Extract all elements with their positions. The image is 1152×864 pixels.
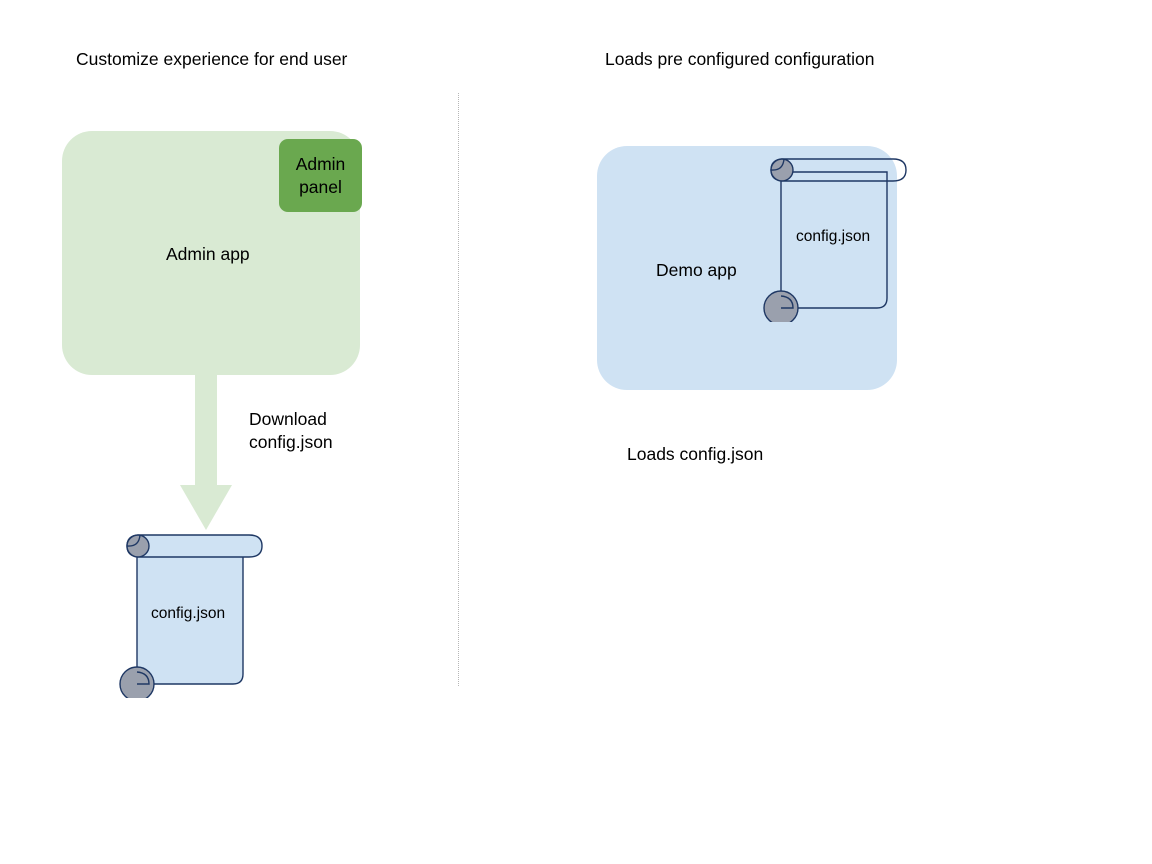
loads-config-caption: Loads config.json [627, 444, 764, 464]
demo-app-card[interactable] [597, 146, 897, 390]
config-json-file-left-label: config.json [151, 605, 226, 622]
config-json-file-right[interactable] [762, 150, 914, 322]
download-arrow-label: Download config.json [249, 409, 333, 452]
left-panel-title: Customize experience for end user [76, 49, 348, 69]
demo-app-label: Demo app [656, 260, 737, 280]
admin-panel-badge[interactable]: Admin panel [279, 139, 362, 212]
config-json-file-right-label: config.json [796, 228, 871, 245]
panel-divider [458, 93, 459, 686]
admin-app-label: Admin app [166, 244, 250, 264]
download-arrow-icon [180, 370, 232, 530]
config-json-file-left[interactable] [118, 526, 270, 698]
admin-panel-badge-label: Admin panel [295, 154, 346, 197]
right-panel-title: Loads pre configured configuration [605, 49, 875, 69]
